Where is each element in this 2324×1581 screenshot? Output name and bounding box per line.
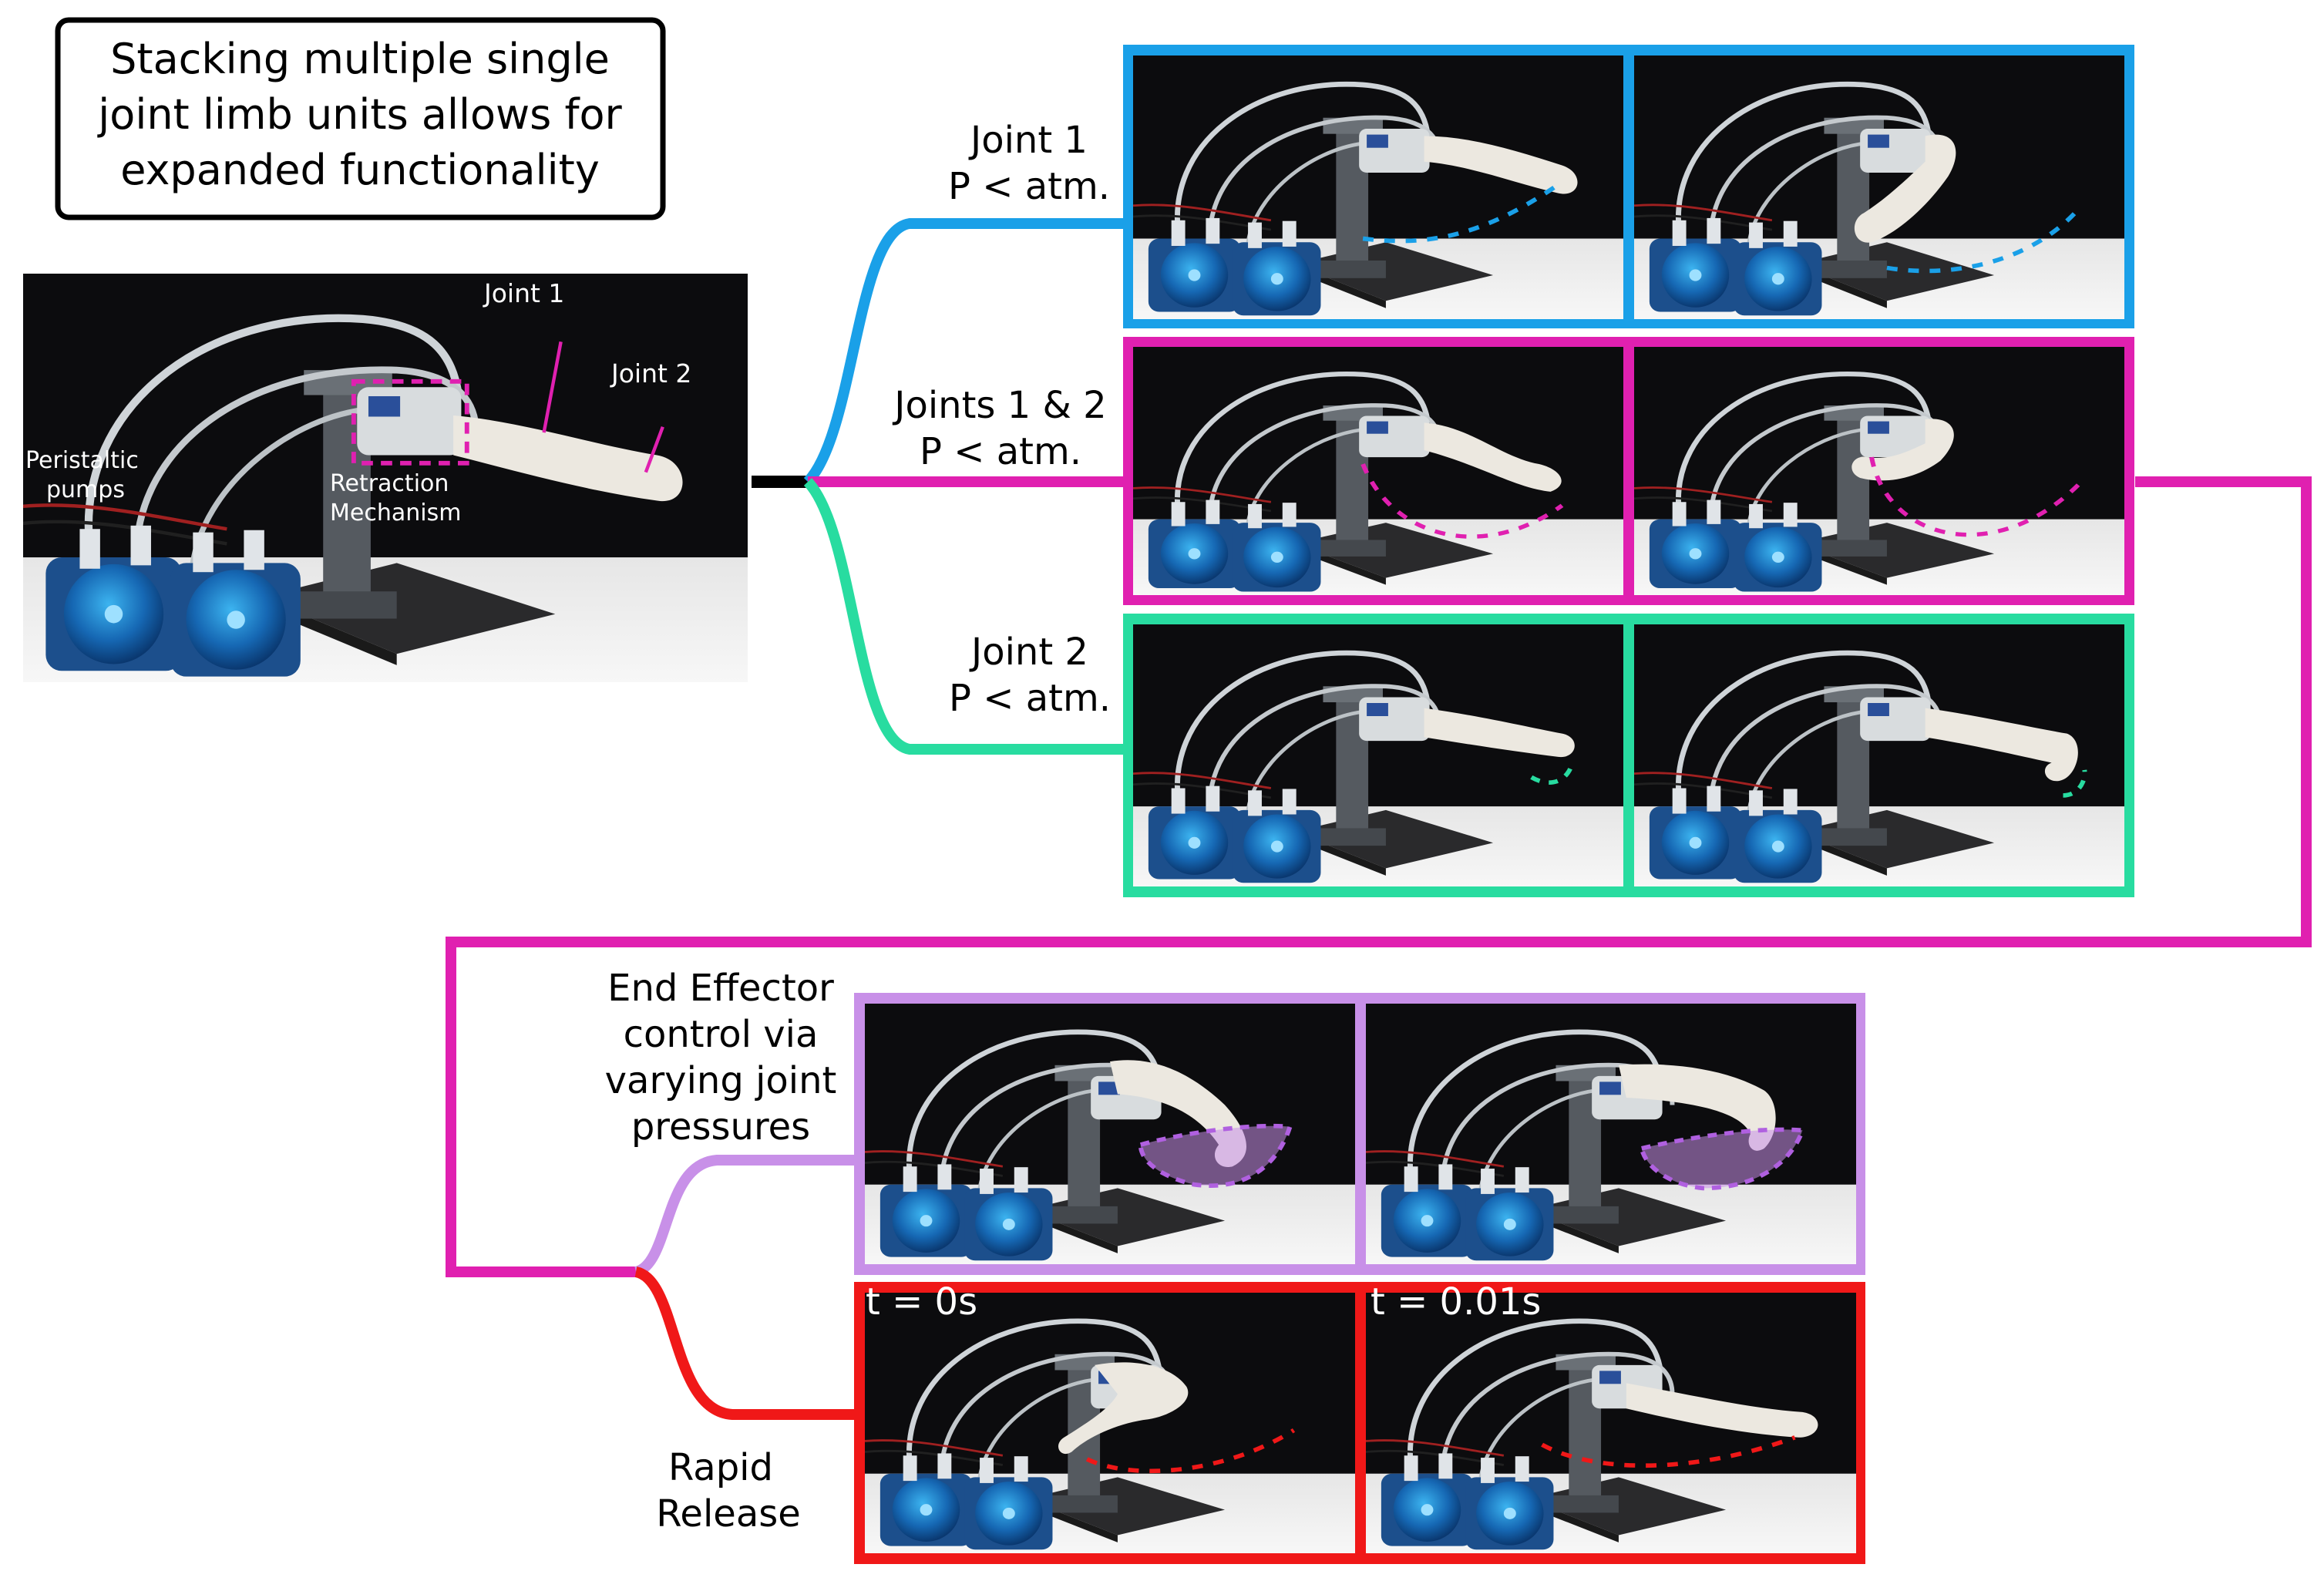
timestamp-t1: t = 0.01s (1371, 1280, 1541, 1324)
label-joint1-line-2: P < atm. (948, 165, 1110, 208)
label-retraction-line-2: Mechanism (330, 500, 461, 526)
label-joint-1: Joint 1 (483, 278, 564, 308)
label-joint2-line-2: P < atm. (949, 677, 1111, 720)
title-line-3: expanded functionality (120, 146, 600, 194)
branch-rapid-release-line (634, 1266, 863, 1420)
label-joint-2: Joint 2 (610, 358, 691, 389)
panel-end-effector (854, 993, 1865, 1275)
photo-rapid-release-b (1366, 1293, 1856, 1553)
label-joint2-line-1: Joint 2 (969, 631, 1088, 674)
panel-joint2 (1123, 614, 2134, 897)
branch-end-effector-line (634, 1155, 863, 1277)
label-joints12-line-2: P < atm. (920, 430, 1081, 473)
label-rapid-release-line-2: Release (656, 1492, 801, 1536)
label-retraction-line-1: Retraction (330, 470, 449, 497)
label-rapid-release-line-1: Rapid (668, 1446, 773, 1489)
photo-joint1-a (1133, 56, 1623, 319)
label-end-effector-line-1: End Effector (607, 967, 834, 1010)
main-photo: Joint 1 Joint 2 Peristaltic pumps Retrac… (23, 274, 748, 682)
label-pumps-line-2: pumps (46, 476, 125, 503)
label-end-effector-line-2: control via (624, 1013, 819, 1056)
label-pumps-line-1: Peristaltic (25, 447, 139, 474)
title-line-1: Stacking multiple single (110, 35, 610, 83)
photo-end-effector-a (865, 1004, 1355, 1264)
label-joints12-line-1: Joints 1 & 2 (892, 384, 1106, 427)
photo-joints12-a (1133, 347, 1623, 595)
magenta-loop-line (446, 476, 2312, 1277)
photo-joint2-b (1634, 624, 2124, 886)
timestamp-t0: t = 0s (866, 1280, 977, 1324)
photo-joint1-b (1634, 56, 2124, 319)
title-box: Stacking multiple single joint limb unit… (55, 17, 666, 220)
panel-joints12 (1123, 337, 2134, 605)
branch-joint2-line (803, 478, 1125, 755)
branch-joint1-line (803, 218, 1125, 486)
panel-rapid-release: t = 0s t = 0.01s (854, 1280, 1865, 1564)
label-end-effector-line-3: varying joint (605, 1059, 837, 1102)
label-end-effector-line-4: pressures (631, 1105, 810, 1149)
photo-joint2-a (1133, 624, 1623, 886)
panel-joint1 (1123, 45, 2134, 328)
photo-end-effector-b (1366, 1004, 1856, 1264)
title-line-2: joint limb units allows for (97, 90, 622, 139)
label-joint1-line-1: Joint 1 (968, 119, 1088, 162)
photo-joints12-b (1634, 347, 2124, 595)
photo-rapid-release-a (865, 1293, 1355, 1553)
